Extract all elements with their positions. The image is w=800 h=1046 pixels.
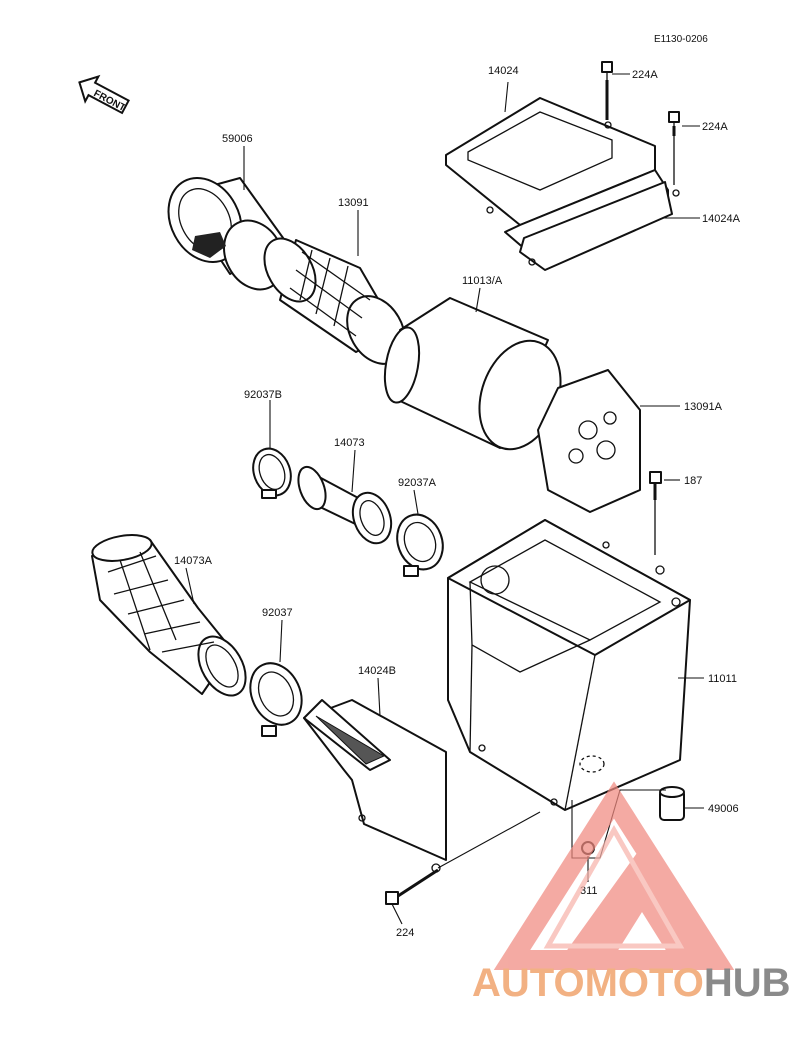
watermark-text: AUTOMOTOHUB (472, 961, 791, 1005)
callout-92037B: 92037B (244, 389, 282, 401)
callout-14024A: 14024A (702, 213, 741, 225)
plate-14024A (519, 181, 673, 271)
callout-187: 187 (684, 475, 702, 487)
callout-49006: 49006 (708, 803, 739, 815)
duct-14024B (303, 699, 447, 873)
callout-14024: 14024 (488, 65, 519, 77)
clamp-92037A (396, 513, 444, 577)
callout-224: 224 (396, 927, 414, 939)
bolt-187 (649, 471, 662, 555)
callout-92037A: 92037A (398, 477, 437, 489)
callout-59006: 59006 (222, 133, 253, 145)
diagram-code: E1130-0206 (654, 34, 708, 45)
callout-224A-2: 224A (702, 121, 728, 133)
watermark-part2: HUB (704, 961, 791, 1005)
callout-13091: 13091 (338, 197, 369, 209)
callout-14073A: 14073A (174, 555, 213, 567)
boot-14073A (91, 534, 247, 697)
watermark-logo (493, 781, 735, 970)
watermark-part1: AUTOMOTO (472, 961, 704, 1005)
callout-224A-1: 224A (632, 69, 658, 81)
callout-14024B: 14024B (358, 665, 396, 677)
plate-13091A (537, 369, 641, 513)
drain-49006 (659, 786, 685, 821)
callout-14073: 14073 (334, 437, 365, 449)
bolt-224 (385, 868, 439, 905)
clamp-92037B (252, 447, 292, 499)
callout-311: 311 (580, 885, 598, 897)
callout-11011: 11011 (708, 673, 737, 685)
front-arrow-icon: FRONT (78, 74, 130, 115)
callout-92037: 92037 (262, 607, 293, 619)
element-11013A (383, 297, 562, 451)
screw-224A-2 (668, 111, 680, 185)
clamp-92037 (249, 662, 303, 737)
screw-224A-1 (601, 61, 613, 120)
callout-13091A: 13091A (684, 401, 723, 413)
leader-lines (185, 73, 704, 925)
duct-14073 (297, 465, 393, 545)
callout-11013A: 11013/A (462, 275, 503, 287)
airbox-11011 (447, 519, 691, 811)
